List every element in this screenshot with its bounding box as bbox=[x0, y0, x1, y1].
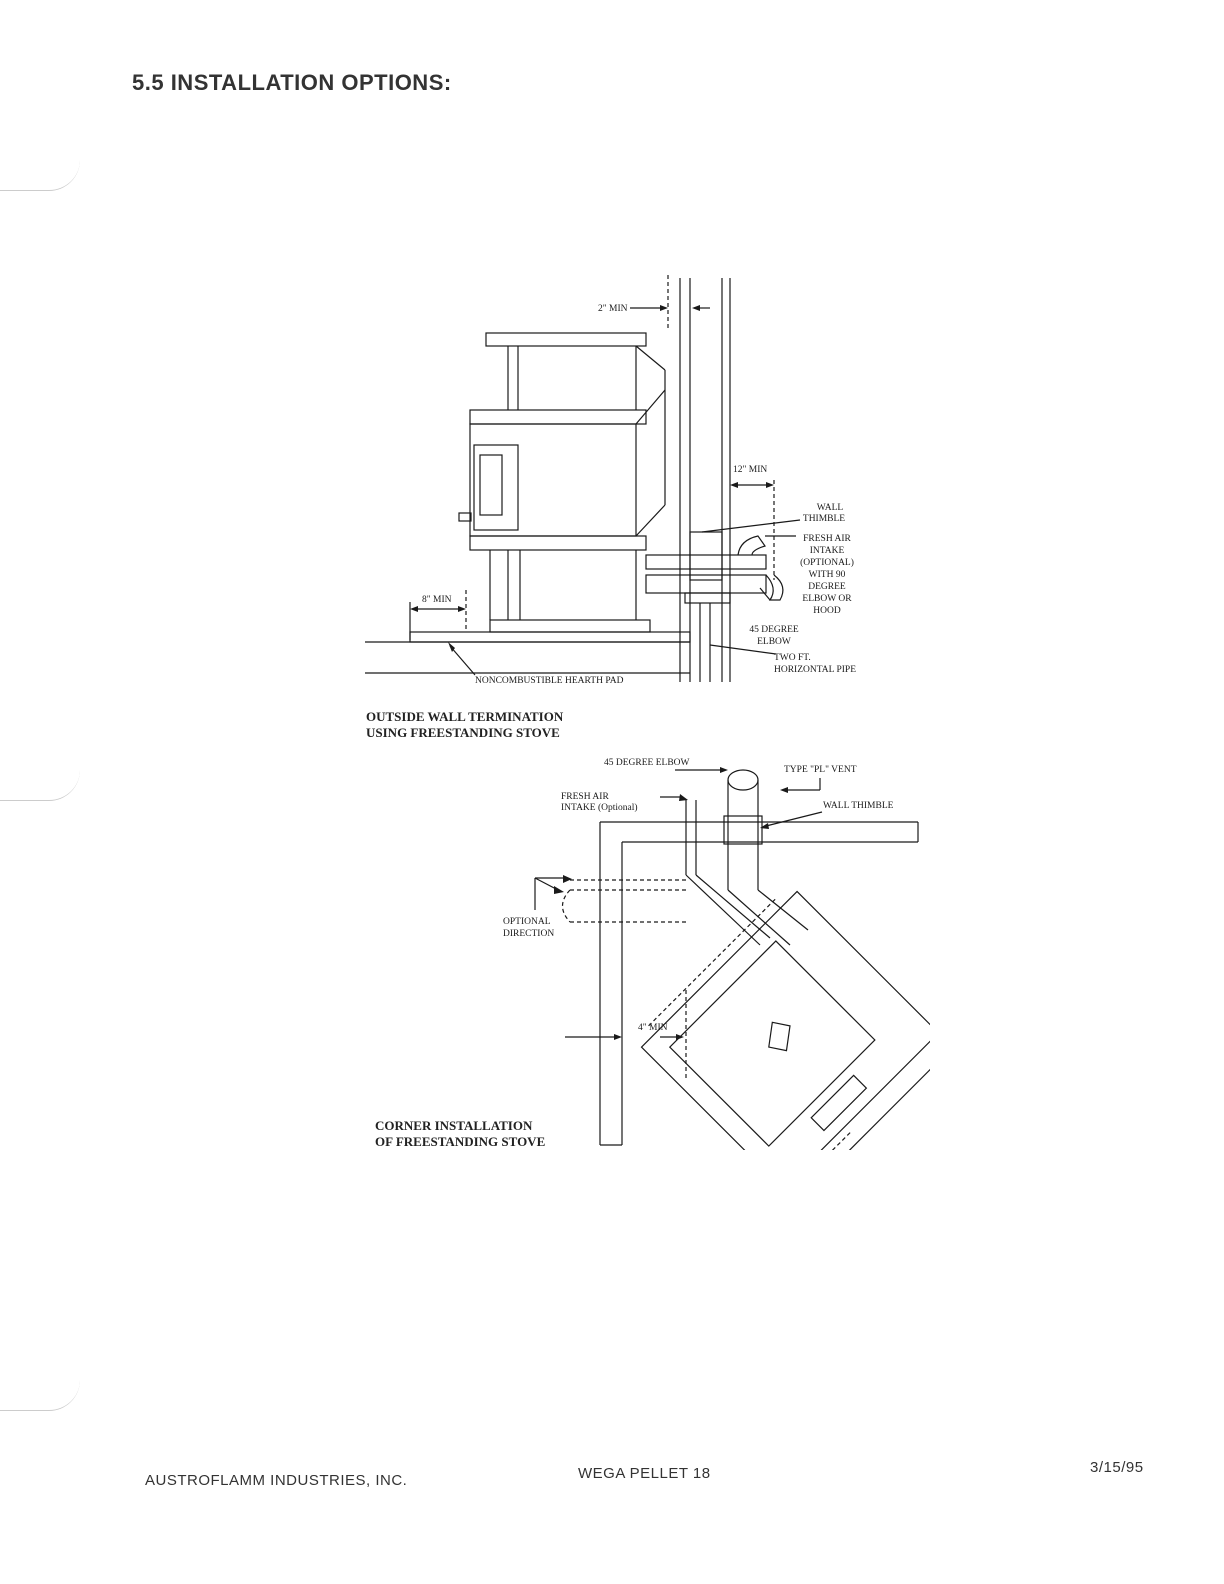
label-two-inch-min: 2" MIN bbox=[598, 304, 628, 314]
punch-hole-top bbox=[0, 160, 80, 191]
label-fresh-air-line2: INTAKE (Optional) bbox=[561, 802, 638, 813]
footer-product: WEGA PELLET 18 bbox=[578, 1465, 711, 1482]
label-eight-inch-min: 8" MIN bbox=[422, 595, 452, 605]
punch-hole-middle bbox=[0, 770, 80, 801]
footer-company: AUSTROFLAMM INDUSTRIES, INC. bbox=[145, 1472, 408, 1489]
label-fresh-air-line1: FRESH AIR bbox=[803, 534, 851, 544]
label-two-ft-line2: HORIZONTAL PIPE bbox=[774, 665, 856, 675]
figure1-caption: OUTSIDE WALL TERMINATION USING FREESTAND… bbox=[366, 709, 564, 740]
footer-date: 3/15/95 bbox=[1090, 1459, 1144, 1476]
label-hearth-pad: NONCOMBUSTIBLE HEARTH PAD bbox=[475, 676, 624, 686]
outside-wall-termination-diagram: 2" MIN 12" MIN 8" MIN WALL THIMBLE FRESH… bbox=[365, 275, 856, 686]
label-fresh-air-line2: INTAKE bbox=[810, 546, 845, 556]
punch-hole-bottom bbox=[0, 1380, 80, 1411]
page-heading: 5.5 INSTALLATION OPTIONS: bbox=[132, 70, 452, 95]
label-optional-line1: OPTIONAL bbox=[503, 917, 551, 927]
label-fresh-air-line1: FRESH AIR bbox=[561, 792, 609, 802]
label-fresh-air-line3: (OPTIONAL) bbox=[800, 557, 854, 568]
label-45-degree-elbow: 45 DEGREE ELBOW bbox=[604, 758, 690, 768]
label-45-elbow-line1: 45 DEGREE bbox=[749, 625, 799, 635]
label-fresh-air-line5: DEGREE bbox=[808, 582, 846, 592]
label-type-pl-vent: TYPE "PL" VENT bbox=[784, 765, 857, 775]
label-wall-thimble-line2: THIMBLE bbox=[803, 514, 845, 524]
label-two-ft-line1: TWO FT. bbox=[774, 653, 811, 663]
label-optional-line2: DIRECTION bbox=[503, 929, 554, 939]
label-fresh-air-line6: ELBOW OR bbox=[802, 594, 852, 604]
label-fresh-air-line7: HOOD bbox=[813, 606, 841, 616]
label-four-inch-min: 4" MIN bbox=[638, 1023, 668, 1033]
label-fresh-air-line4: WITH 90 bbox=[809, 570, 846, 580]
corner-installation-diagram: 45 DEGREE ELBOW TYPE "PL" VENT WALL THIM… bbox=[503, 758, 930, 1150]
label-wall-thimble: WALL THIMBLE bbox=[823, 801, 894, 811]
label-45-elbow-line2: ELBOW bbox=[757, 637, 791, 647]
label-wall-thimble-line1: WALL bbox=[817, 503, 844, 513]
label-twelve-inch-min: 12" MIN bbox=[733, 465, 767, 475]
figure2-caption: CORNER INSTALLATION OF FREESTANDING STOV… bbox=[375, 1118, 546, 1149]
